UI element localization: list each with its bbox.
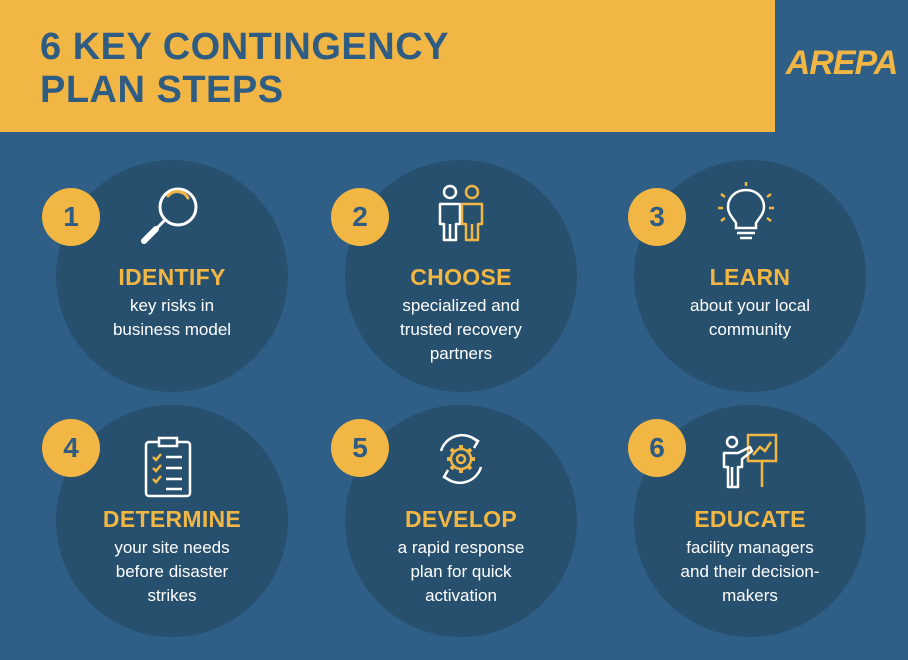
- magnifier-icon: [141, 187, 198, 244]
- page-title: 6 KEY CONTINGENCY PLAN STEPS: [40, 26, 449, 112]
- arepa-logo: AREPA: [785, 44, 899, 82]
- step-heading: DEVELOP: [404, 506, 517, 532]
- step-description-line: business model: [112, 320, 232, 339]
- step-description-line: a rapid response: [397, 538, 525, 557]
- step-description-line: strikes: [147, 586, 197, 605]
- step-number-badge: 2: [331, 188, 389, 246]
- step-description-line: makers: [722, 586, 778, 605]
- step-description-line: and their decision-: [680, 562, 820, 581]
- title-line-1: 6 KEY CONTINGENCY: [40, 26, 449, 68]
- step-description: key risks in business model: [66, 294, 278, 342]
- step-description-line: specialized and: [402, 296, 520, 315]
- step-description: about your local community: [644, 294, 856, 342]
- step-description: a rapid response plan for quick activati…: [355, 536, 567, 608]
- step-description-line: community: [708, 320, 792, 339]
- step-number-badge: 5: [331, 419, 389, 477]
- step-heading: IDENTIFY: [118, 264, 226, 290]
- step-heading: EDUCATE: [694, 506, 806, 532]
- step-description-line: trusted recovery: [400, 320, 522, 339]
- step-description-line: before disaster: [115, 562, 229, 581]
- lightbulb-icon: [718, 182, 774, 240]
- step-number-badge: 1: [42, 188, 100, 246]
- step-description-line: partners: [429, 344, 493, 363]
- step-number-badge: 6: [628, 419, 686, 477]
- step-description-line: your site needs: [114, 538, 230, 557]
- step-description: specialized and trusted recovery partner…: [355, 294, 567, 366]
- step-number-badge: 3: [628, 188, 686, 246]
- title-line-2: PLAN STEPS: [40, 69, 284, 111]
- step-description-line: facility managers: [686, 538, 814, 557]
- people-icon: [438, 184, 484, 242]
- logo-panel: AREPA: [775, 0, 908, 132]
- step-number-badge: 4: [42, 419, 100, 477]
- presenter-icon: [722, 433, 778, 489]
- step-description-line: about your local: [689, 296, 811, 315]
- step-description-line: key risks in: [129, 296, 215, 315]
- step-heading: LEARN: [709, 264, 791, 290]
- step-circle: [345, 160, 577, 392]
- step-description: facility managers and their decision- ma…: [644, 536, 856, 608]
- step-description-line: activation: [425, 586, 497, 605]
- step-circle: [56, 160, 288, 392]
- step-heading: DETERMINE: [102, 506, 242, 532]
- step-description: your site needs before disaster strikes: [66, 536, 278, 608]
- step-heading: CHOOSE: [410, 264, 512, 290]
- gear-cycle-icon: [439, 433, 483, 485]
- header-banner: 6 KEY CONTINGENCY PLAN STEPS: [0, 0, 775, 132]
- step-description-line: plan for quick: [410, 562, 512, 581]
- checklist-icon: [144, 436, 192, 498]
